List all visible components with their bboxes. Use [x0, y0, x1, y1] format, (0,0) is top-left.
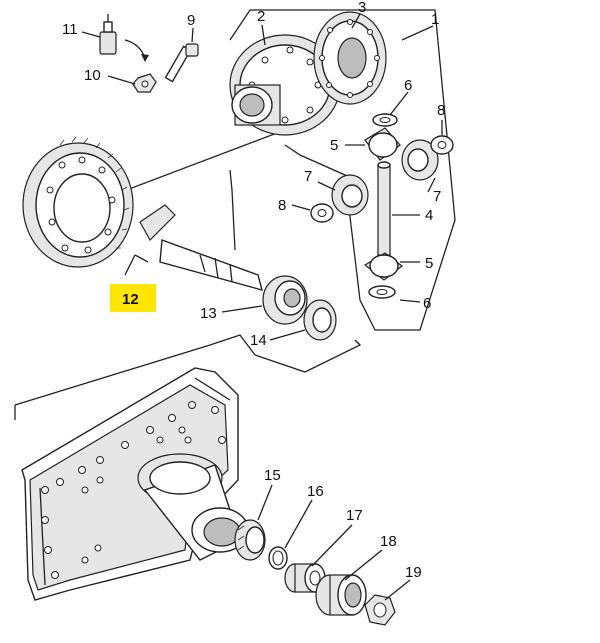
- callout-6b: 6: [423, 295, 431, 312]
- apply-arrow-head: [141, 54, 149, 62]
- washer-6-lower: [368, 285, 396, 299]
- callout-7b: 7: [433, 188, 441, 205]
- callout-13: 13: [200, 305, 217, 322]
- callout-17: 17: [346, 507, 363, 524]
- callout-3: 3: [358, 0, 366, 16]
- callout-16: 16: [307, 483, 324, 500]
- callout-1: 1: [431, 11, 439, 28]
- crown-wheel: [22, 136, 134, 268]
- group-outline-1: [229, 9, 456, 331]
- side-gear-lower: [363, 252, 403, 281]
- callout-12-highlight: [110, 284, 156, 312]
- callout-18: 18: [380, 533, 397, 550]
- callout-5a: 5: [330, 137, 338, 154]
- callout-14: 14: [250, 332, 267, 349]
- callout-6a: 6: [404, 77, 412, 94]
- planet-gear-left: [331, 174, 369, 216]
- callout-7a: 7: [304, 168, 312, 185]
- washer-6-upper: [372, 113, 398, 127]
- pinion-shaft: [139, 204, 263, 291]
- pinion-bearing: [262, 275, 308, 325]
- callout-10: 10: [84, 67, 101, 84]
- callout-labels: 1 2 3 4 5 5 6 6 7 7 8 8 9 10 11 12 13 14…: [62, 0, 445, 581]
- callout-12: 12: [122, 291, 139, 308]
- side-gear-upper: [364, 127, 401, 161]
- leader-lines: [81, 13, 443, 601]
- gearbox-housing: [21, 367, 249, 601]
- taper-bearing: [234, 519, 266, 561]
- callout-4: 4: [425, 207, 433, 224]
- pinion-shim: [303, 299, 337, 341]
- circlip: [268, 546, 288, 570]
- planet-gear-right: [401, 139, 439, 181]
- callout-5b: 5: [425, 255, 433, 272]
- group-outline-housing: [14, 334, 256, 420]
- callout-9: 9: [187, 12, 195, 29]
- callout-8a: 8: [278, 197, 286, 214]
- differential-case: [229, 34, 341, 136]
- washer-8-right: [430, 135, 454, 155]
- lock-nut: [364, 594, 396, 626]
- cross-shaft: [377, 161, 391, 256]
- callout-2: 2: [257, 8, 265, 25]
- callout-19: 19: [405, 564, 422, 581]
- callout-15: 15: [264, 467, 281, 484]
- nut: [132, 73, 157, 93]
- bearing-cup: [315, 574, 367, 616]
- washer-8-left: [310, 203, 334, 223]
- adhesive-bottle: [99, 14, 117, 55]
- callout-11: 11: [62, 21, 78, 38]
- bolt: [164, 43, 199, 83]
- callout-8b: 8: [437, 102, 445, 119]
- differential-cover: [313, 11, 387, 105]
